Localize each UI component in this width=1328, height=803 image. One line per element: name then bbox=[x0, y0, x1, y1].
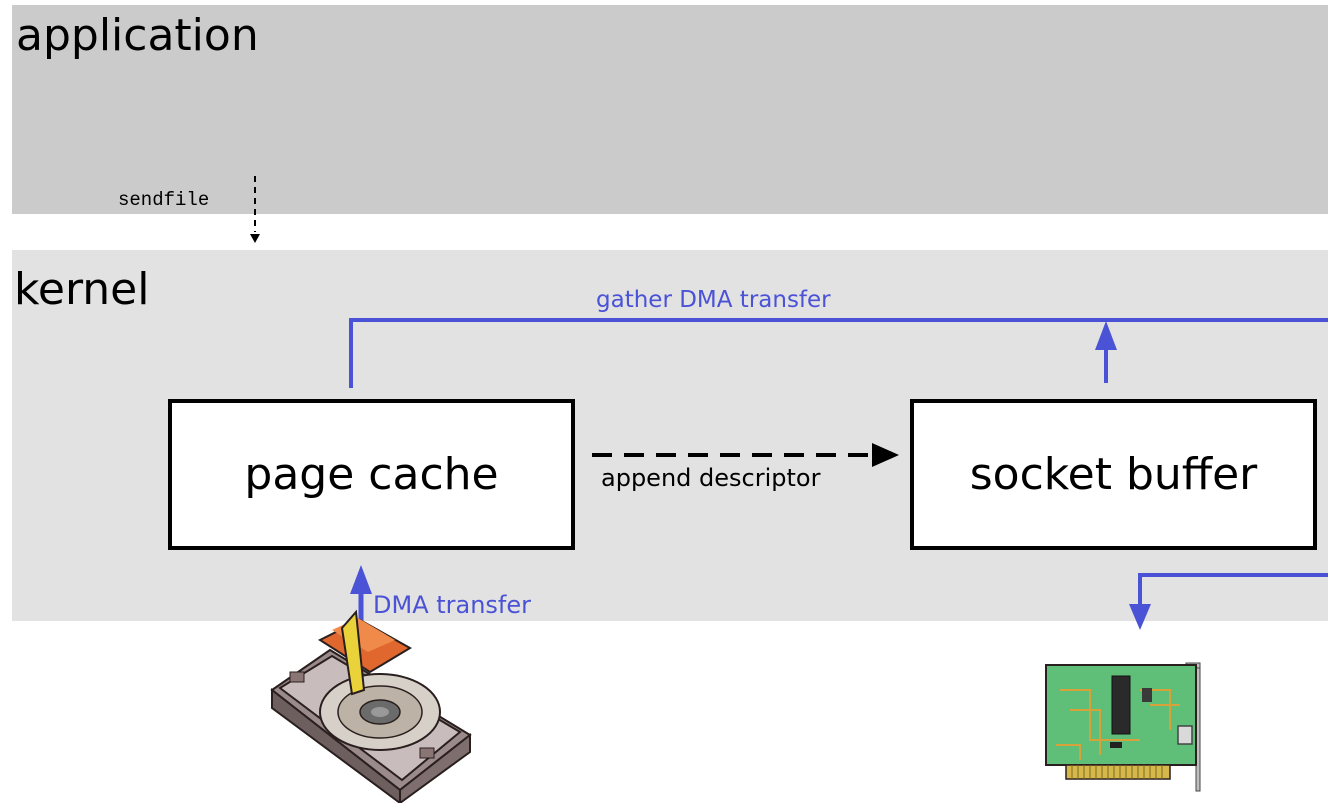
socket-buffer-label: socket buffer bbox=[969, 449, 1258, 500]
gather-dma-transfer-label: gather DMA transfer bbox=[596, 287, 831, 313]
application-label: application bbox=[16, 10, 259, 61]
nic-transfer-arrow bbox=[1129, 573, 1328, 630]
application-region bbox=[12, 5, 1328, 214]
append-descriptor-label: append descriptor bbox=[601, 464, 821, 492]
sendfile-arrow bbox=[250, 176, 260, 243]
hard-disk-icon bbox=[270, 609, 472, 803]
page-cache-box: page cache bbox=[168, 399, 575, 550]
socket-buffer-up-arrow bbox=[1095, 321, 1117, 383]
gather-dma-arrow bbox=[349, 318, 1328, 388]
page-cache-label: page cache bbox=[244, 449, 499, 500]
append-descriptor-arrow bbox=[592, 443, 899, 467]
dma-transfer-label: DMA transfer bbox=[373, 591, 532, 619]
kernel-label: kernel bbox=[14, 264, 150, 315]
network-card-icon bbox=[1045, 662, 1201, 792]
sendfile-label: sendfile bbox=[118, 189, 210, 211]
socket-buffer-box: socket buffer bbox=[910, 399, 1317, 550]
